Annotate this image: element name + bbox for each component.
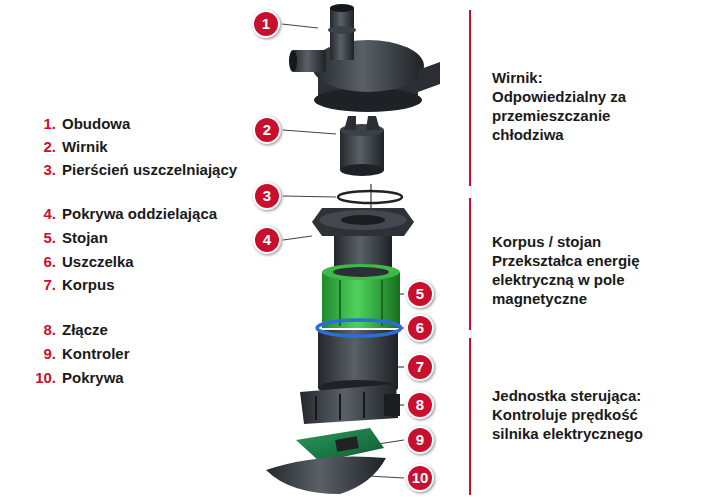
callout-number: 6 bbox=[406, 314, 434, 342]
part-name: Kontroler bbox=[62, 344, 130, 363]
description-text: Korpus / stojan bbox=[492, 232, 682, 251]
part-name: Obudowa bbox=[62, 114, 130, 133]
description-text: Wirnik: bbox=[492, 68, 682, 87]
callout-disc bbox=[254, 227, 280, 253]
callout-disc bbox=[253, 11, 279, 37]
pump-housing bbox=[289, 4, 440, 112]
callout-circle: 9 bbox=[406, 426, 434, 454]
list-number: 5. bbox=[20, 228, 56, 247]
part-name: Uszczelka bbox=[62, 252, 134, 271]
part-name: Stojan bbox=[62, 228, 108, 247]
callout-circle: 5 bbox=[406, 280, 434, 308]
part-name: Korpus bbox=[62, 275, 115, 294]
callout-disc bbox=[254, 117, 280, 143]
description-text: Kontroluje prędkość silnika elektryczneg… bbox=[492, 405, 682, 443]
callout-disc bbox=[254, 183, 280, 209]
callout-disc bbox=[407, 354, 433, 380]
list-number: 6. bbox=[20, 252, 56, 271]
callout-number: 8 bbox=[406, 391, 434, 419]
callout-number: 2 bbox=[253, 116, 281, 144]
part-name: Pokrywa bbox=[62, 368, 124, 387]
part-name: Wirnik bbox=[62, 137, 108, 156]
callout-number: 10 bbox=[406, 464, 434, 492]
description-text: Przekształca energię elektryczną w pole … bbox=[492, 251, 682, 308]
list-number: 2. bbox=[20, 137, 56, 156]
connector-flange bbox=[300, 384, 400, 424]
bracket-lines bbox=[469, 10, 471, 495]
part-name: Złącze bbox=[62, 320, 108, 339]
part-name: Pokrywa oddzielająca bbox=[62, 204, 217, 223]
callout-disc bbox=[407, 465, 433, 491]
list-number: 9. bbox=[20, 344, 56, 363]
list-number: 4. bbox=[20, 204, 56, 223]
list-number: 10. bbox=[20, 368, 56, 387]
callout-circle: 3 bbox=[253, 182, 281, 210]
callout-disc bbox=[407, 427, 433, 453]
callout-circle: 4 bbox=[253, 226, 281, 254]
callout-disc bbox=[407, 315, 433, 341]
description-text: Jednostka sterująca: bbox=[492, 386, 682, 405]
list-number: 3. bbox=[20, 160, 56, 179]
impeller bbox=[340, 116, 384, 176]
description-text: Odpowiedzialny za przemieszczanie chłodz… bbox=[492, 87, 682, 144]
callout-number: 5 bbox=[406, 280, 434, 308]
callout-disc bbox=[407, 281, 433, 307]
callout-circle: 2 bbox=[253, 116, 281, 144]
callout-number: 1 bbox=[252, 10, 280, 38]
o-ring bbox=[338, 184, 402, 210]
list-number: 8. bbox=[20, 320, 56, 339]
part-name: Pierścień uszczelniający bbox=[62, 160, 237, 179]
callout-circle: 7 bbox=[406, 353, 434, 381]
end-cover bbox=[266, 457, 386, 495]
list-number: 7. bbox=[20, 275, 56, 294]
callout-disc bbox=[407, 392, 433, 418]
callout-number: 4 bbox=[253, 226, 281, 254]
callout-circle: 6 bbox=[406, 314, 434, 342]
callout-number: 7 bbox=[406, 353, 434, 381]
separating-cover bbox=[312, 208, 414, 270]
list-number: 1. bbox=[20, 114, 56, 133]
callout-number: 3 bbox=[253, 182, 281, 210]
callout-circle: 10 bbox=[406, 464, 434, 492]
seal-ring bbox=[317, 320, 401, 336]
callout-circle: 1 bbox=[252, 10, 280, 38]
callout-number: 9 bbox=[406, 426, 434, 454]
callout-circle: 8 bbox=[406, 391, 434, 419]
